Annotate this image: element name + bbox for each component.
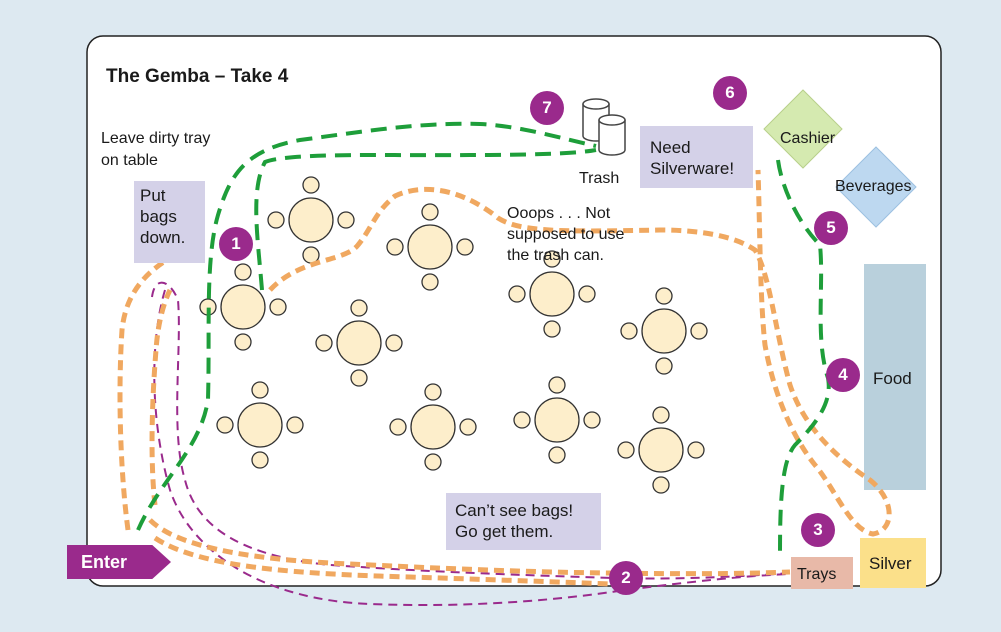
chair	[251, 451, 269, 469]
chair	[655, 287, 673, 305]
chair	[690, 322, 708, 340]
ooops-note: Ooops . . . Not supposed to use the tras…	[507, 205, 625, 264]
chair	[385, 334, 403, 352]
cant-see-bags-note: Can’t see bags! Go get them.	[446, 493, 601, 550]
step-4-badge: 4	[826, 358, 860, 392]
chair	[456, 238, 474, 256]
dining-table	[315, 299, 403, 387]
chair	[269, 298, 287, 316]
dining-table	[267, 176, 355, 264]
chair	[620, 322, 638, 340]
chair	[543, 250, 561, 268]
chair	[513, 411, 531, 429]
table-top	[638, 427, 684, 473]
step-1-badge: 1	[219, 227, 253, 261]
chair	[389, 418, 407, 436]
chair	[234, 333, 252, 351]
chair	[337, 211, 355, 229]
trash-can-icon	[582, 98, 626, 156]
dining-table	[513, 376, 601, 464]
chair	[548, 376, 566, 394]
trays-station	[791, 557, 853, 589]
purple-path	[151, 281, 791, 607]
tables-group	[199, 176, 708, 494]
chair	[508, 285, 526, 303]
step-2-badge: 2	[609, 561, 643, 595]
chair	[315, 334, 333, 352]
beverages-label: Beverages	[835, 178, 912, 195]
silver-label: Silver	[869, 554, 912, 573]
leave-tray-note: Leave dirty tray on table	[101, 130, 211, 169]
step-6-badge: 6	[713, 76, 747, 110]
chair	[459, 418, 477, 436]
chair	[234, 263, 252, 281]
chair	[548, 446, 566, 464]
chair	[583, 411, 601, 429]
table-top	[407, 224, 453, 270]
step-5-badge: 5	[814, 211, 848, 245]
step-3-badge: 3	[801, 513, 835, 547]
dining-table	[620, 287, 708, 375]
chair	[302, 176, 320, 194]
chair	[350, 299, 368, 317]
table-top	[410, 404, 456, 450]
table-top	[534, 397, 580, 443]
dining-table	[199, 263, 287, 351]
beverages-station	[835, 146, 917, 228]
table-top	[220, 284, 266, 330]
cashier-station	[763, 89, 843, 169]
table-top	[288, 197, 334, 243]
table-top	[529, 271, 575, 317]
enter-label: Enter	[81, 552, 128, 572]
chair	[386, 238, 404, 256]
put-bags-note: Put bags down.	[134, 181, 205, 263]
chair	[216, 416, 234, 434]
table-top	[237, 402, 283, 448]
dining-table	[216, 381, 304, 469]
chair	[652, 406, 670, 424]
trays-label: Trays	[797, 566, 837, 583]
chair	[617, 441, 635, 459]
step-7-badge: 7	[530, 91, 564, 125]
enter-marker: Enter	[67, 545, 171, 579]
silver-station	[860, 538, 926, 588]
page-title: The Gemba – Take 4	[106, 66, 289, 87]
chair	[251, 381, 269, 399]
chair	[652, 476, 670, 494]
food-station	[864, 264, 926, 490]
chair	[687, 441, 705, 459]
chair	[267, 211, 285, 229]
dining-table	[617, 406, 705, 494]
chair	[286, 416, 304, 434]
chair	[421, 273, 439, 291]
chair	[421, 203, 439, 221]
dining-table	[508, 250, 596, 338]
table-top	[641, 308, 687, 354]
chair	[543, 320, 561, 338]
chair	[350, 369, 368, 387]
chair	[578, 285, 596, 303]
food-label: Food	[873, 369, 912, 388]
dining-table	[389, 383, 477, 471]
table-top	[336, 320, 382, 366]
chair	[655, 357, 673, 375]
dining-table	[386, 203, 474, 291]
need-silverware-note: Need Silverware!	[640, 126, 753, 188]
chair	[424, 383, 442, 401]
trash-label: Trash	[579, 170, 620, 187]
orange-path	[117, 169, 892, 587]
cashier-label: Cashier	[780, 130, 836, 147]
chair	[424, 453, 442, 471]
